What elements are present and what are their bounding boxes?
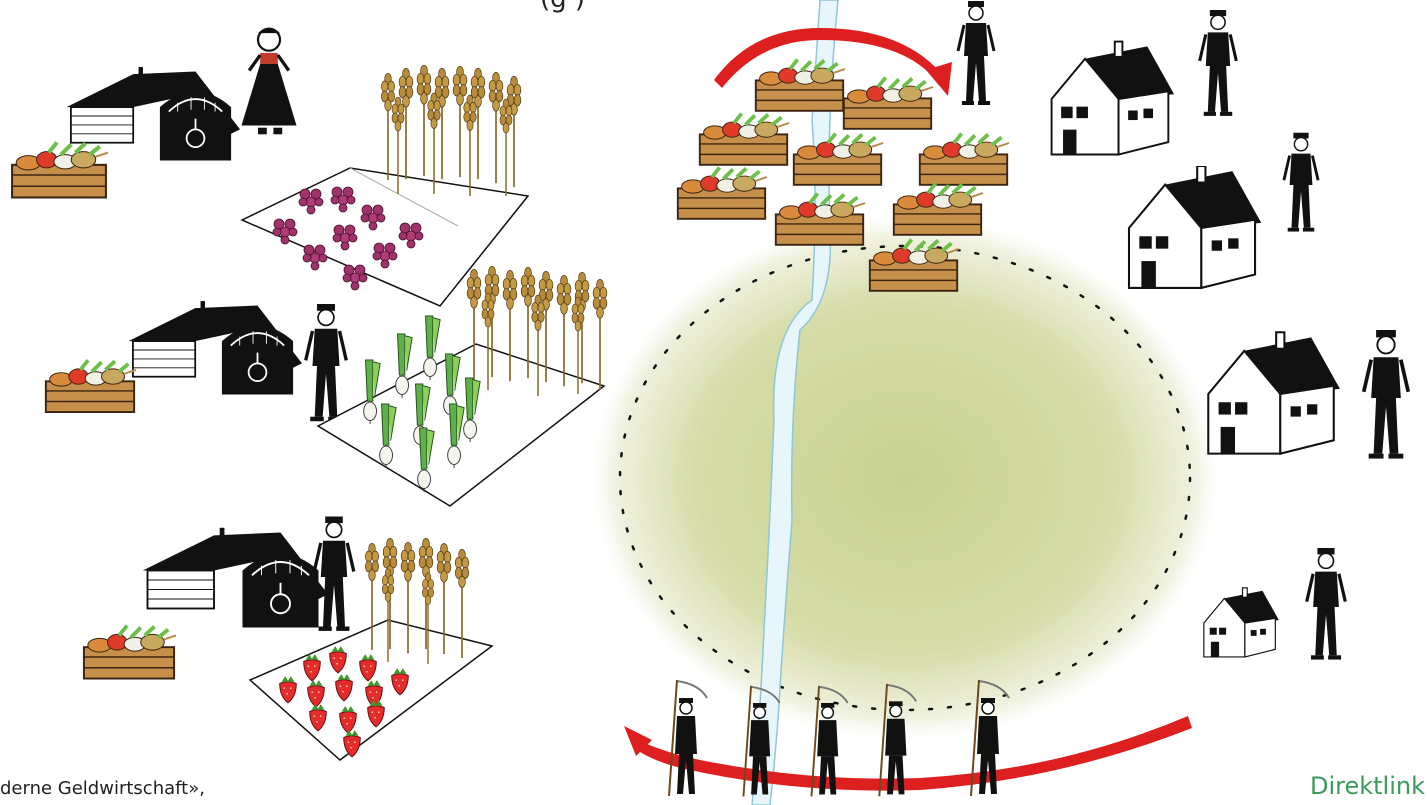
person-icon — [303, 304, 349, 424]
farm-3 — [84, 516, 494, 761]
red-arrow-bottom — [624, 716, 1192, 791]
house-icon — [1050, 40, 1176, 156]
person-icon — [1364, 330, 1409, 459]
farm-1 — [12, 25, 530, 307]
farmhouse-icon — [141, 526, 328, 629]
woman-icon — [239, 25, 299, 137]
red-arrow-top — [714, 28, 952, 96]
vegetable-crate-icon — [12, 142, 108, 197]
vegetable-crate-icon — [46, 360, 136, 412]
direktlink-link[interactable]: Direktlink — [1309, 772, 1425, 800]
person-icon — [1198, 10, 1238, 118]
person-icon — [1305, 548, 1347, 662]
scythe-icon — [667, 678, 709, 798]
house-icon — [1203, 587, 1280, 658]
person-icon — [1282, 131, 1320, 234]
farmhouse-icon — [127, 300, 302, 396]
green-field-area — [605, 228, 1205, 728]
caption-text: derne Geldwirtschaft», — [0, 778, 205, 799]
person-icon — [312, 516, 356, 633]
house-row-2 — [1127, 131, 1320, 289]
house-icon — [1127, 166, 1263, 289]
house-row-1 — [1050, 10, 1238, 156]
house-row-3 — [1207, 330, 1409, 459]
farm-2 — [46, 265, 608, 507]
house-icon — [1207, 331, 1342, 455]
river — [751, 0, 839, 805]
top-cut-text: (g ) — [540, 0, 585, 14]
vegetable-crate-icon — [84, 626, 176, 679]
person-icon — [956, 0, 996, 107]
house-row-4 — [1203, 548, 1347, 662]
farmhouse-icon — [65, 66, 240, 162]
